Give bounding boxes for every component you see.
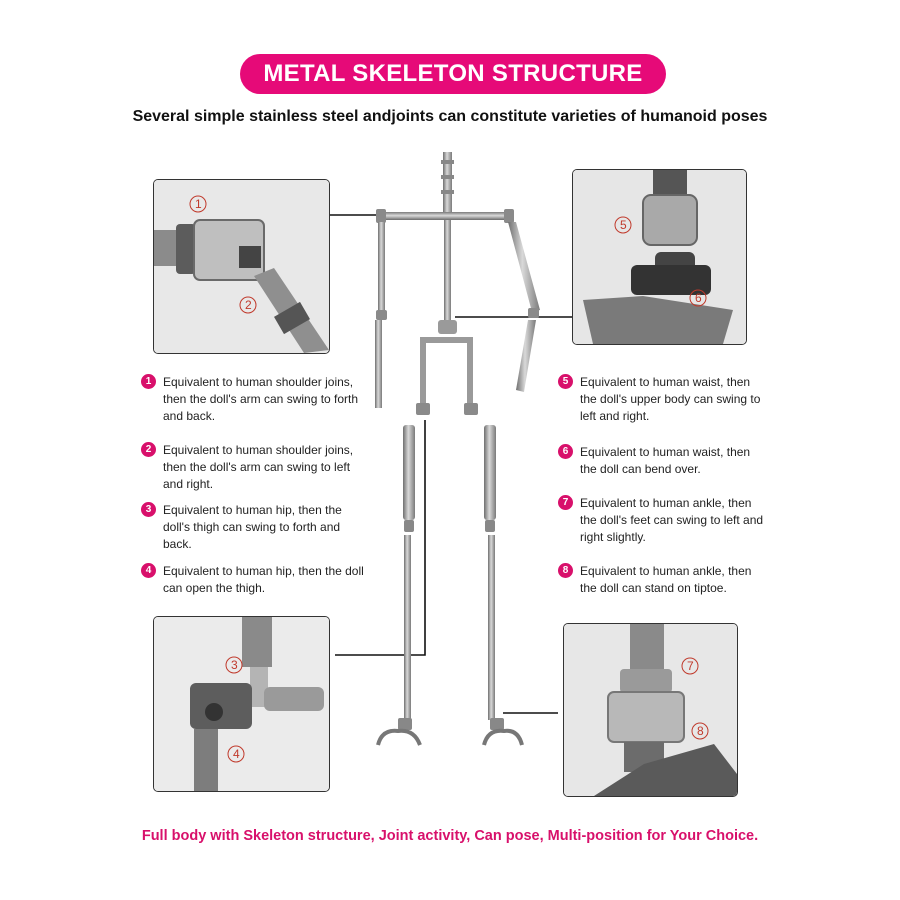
right-forearm xyxy=(516,320,536,392)
shoulder-bar xyxy=(380,212,510,220)
callout-text: Equivalent to human shoulder joins, then… xyxy=(163,443,354,491)
hip-joint-panel: 3 4 xyxy=(153,616,330,792)
right-thigh xyxy=(484,425,496,520)
waist-joint xyxy=(438,320,457,334)
callout-text: Equivalent to human waist, then the doll… xyxy=(580,445,751,476)
page-title: METAL SKELETON STRUCTURE xyxy=(263,60,643,87)
callout-number: 1 xyxy=(141,374,156,389)
waist-joint-panel: 5 6 xyxy=(572,169,747,345)
callout-2: 2 Equivalent to human shoulder joins, th… xyxy=(141,442,371,493)
callout-4: 4 Equivalent to human hip, then the doll… xyxy=(141,563,366,597)
title-banner: METAL SKELETON STRUCTURE xyxy=(240,54,666,94)
svg-text:8: 8 xyxy=(697,724,704,738)
svg-text:2: 2 xyxy=(245,298,252,312)
callout-number: 2 xyxy=(141,442,156,457)
left-thigh xyxy=(403,425,415,520)
callout-6: 6 Equivalent to human waist, then the do… xyxy=(558,444,768,478)
callout-number: 7 xyxy=(558,495,573,510)
right-foot xyxy=(482,728,524,746)
spine-rod xyxy=(444,214,451,324)
marker-7: 7 xyxy=(681,657,699,675)
pelvis-frame xyxy=(420,337,473,406)
callout-number: 3 xyxy=(141,502,156,517)
left-upper-arm xyxy=(378,222,385,312)
callout-number: 8 xyxy=(558,563,573,578)
marker-4: 4 xyxy=(227,745,245,763)
callout-text: Equivalent to human hip, then the doll's… xyxy=(163,503,342,551)
svg-text:3: 3 xyxy=(231,658,238,672)
neck-rod xyxy=(443,152,452,214)
marker-6: 6 xyxy=(689,289,707,307)
shoulder-joint-panel: 1 2 xyxy=(153,179,330,354)
ankle-joint-panel: 7 8 xyxy=(563,623,738,797)
subtitle: Several simple stainless steel andjoints… xyxy=(132,108,768,125)
marker-2: 2 xyxy=(239,296,257,314)
right-upper-arm xyxy=(508,222,540,312)
callout-number: 4 xyxy=(141,563,156,578)
callout-7: 7 Equivalent to human ankle, then the do… xyxy=(558,495,768,546)
svg-text:5: 5 xyxy=(620,218,627,232)
callout-1: 1 Equivalent to human shoulder joins, th… xyxy=(141,374,366,425)
callout-number: 6 xyxy=(558,444,573,459)
right-shin xyxy=(488,535,495,720)
marker-8: 8 xyxy=(691,722,709,740)
marker-1: 1 xyxy=(189,195,207,213)
callout-3: 3 Equivalent to human hip, then the doll… xyxy=(141,502,366,553)
callout-text: Equivalent to human shoulder joins, then… xyxy=(163,375,359,423)
svg-text:7: 7 xyxy=(687,659,694,673)
callout-text: Equivalent to human ankle, then the doll… xyxy=(580,564,752,595)
svg-text:1: 1 xyxy=(195,197,202,211)
left-foot xyxy=(376,728,422,746)
marker-5: 5 xyxy=(614,216,632,234)
svg-text:4: 4 xyxy=(233,747,240,761)
callout-8: 8 Equivalent to human ankle, then the do… xyxy=(558,563,768,597)
left-forearm xyxy=(375,320,382,408)
svg-text:6: 6 xyxy=(695,291,702,305)
footer-tagline: Full body with Skeleton structure, Joint… xyxy=(141,828,759,844)
callout-text: Equivalent to human waist, then the doll… xyxy=(580,375,761,423)
callout-text: Equivalent to human ankle, then the doll… xyxy=(580,496,764,544)
callout-5: 5 Equivalent to human waist, then the do… xyxy=(558,374,768,425)
left-shin xyxy=(404,535,411,720)
callout-text: Equivalent to human hip, then the doll c… xyxy=(163,564,364,595)
marker-3: 3 xyxy=(225,656,243,674)
callout-number: 5 xyxy=(558,374,573,389)
